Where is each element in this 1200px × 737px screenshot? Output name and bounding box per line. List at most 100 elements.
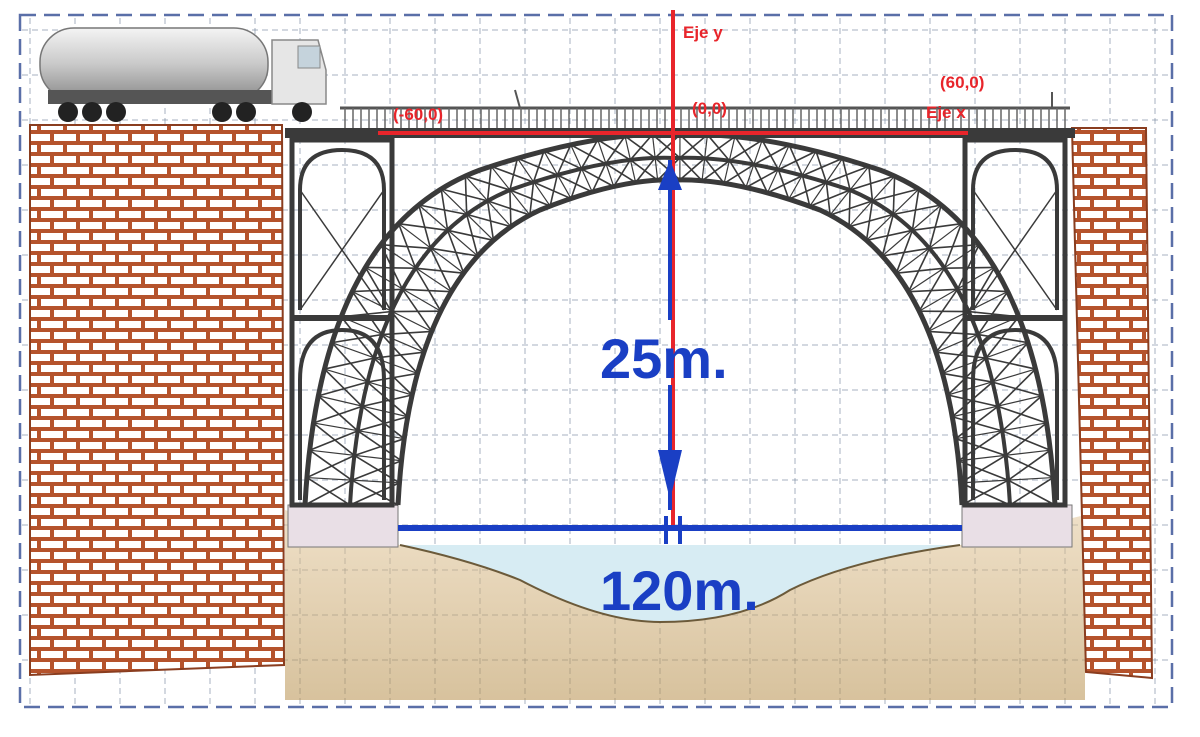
lattice-brace: [895, 223, 962, 274]
lattice-brace: [304, 479, 353, 506]
lattice-brace: [997, 368, 1037, 407]
lattice-brace: [651, 134, 659, 181]
lattice-brace: [398, 222, 448, 232]
lattice-brace: [415, 267, 464, 274]
lattice-brace: [935, 311, 970, 353]
origin-point-label: (0,0): [692, 99, 727, 118]
lattice-brace: [918, 266, 995, 312]
lattice-brace: [928, 291, 1008, 332]
right-abutment: [961, 504, 1073, 548]
span-dimension: [398, 516, 962, 544]
lattice-brace: [947, 357, 987, 396]
lattice-brace: [351, 479, 399, 506]
lattice-brace: [509, 190, 512, 227]
lattice-brace: [908, 244, 980, 293]
lattice-brace: [357, 415, 408, 432]
lattice-brace: [529, 182, 535, 216]
lattice-brace: [955, 405, 999, 440]
lattice-brace: [997, 405, 1047, 424]
lattice-brace: [414, 267, 442, 312]
lattice-brace: [365, 266, 442, 312]
lattice-brace: [556, 174, 593, 193]
lattice-brace: [591, 163, 607, 193]
lattice-brace: [597, 139, 631, 161]
lattice-brace: [381, 330, 432, 336]
lattice-brace: [605, 135, 626, 165]
lattice-brace: [464, 175, 512, 228]
lattice-brace: [364, 267, 393, 312]
lattice-brace: [1005, 422, 1048, 457]
lattice-brace: [380, 243, 431, 250]
lattice-brace: [960, 476, 1054, 484]
lattice-brace: [418, 204, 479, 257]
lattice-brace: [390, 311, 425, 353]
lattice-brace: [985, 316, 1020, 359]
lattice-brace: [357, 430, 402, 462]
lattice-brace: [306, 476, 351, 506]
lattice-brace: [397, 223, 417, 269]
lattice-brace: [543, 150, 572, 199]
steel-arch: [302, 131, 1058, 506]
lattice-brace: [704, 135, 736, 159]
lattice-brace: [679, 134, 708, 159]
lattice-brace: [543, 150, 582, 170]
lattice-brace: [958, 449, 1051, 462]
lattice-brace: [341, 316, 425, 353]
lattice-brace: [947, 394, 999, 408]
river-bank: [399, 544, 961, 624]
left-abutment: [287, 504, 399, 548]
lattice-brace: [928, 330, 979, 336]
lattice-brace: [570, 168, 583, 199]
lattice-brace: [597, 139, 615, 187]
lattice-brace: [349, 482, 400, 506]
lattice-brace: [654, 134, 681, 159]
lattice-brace: [929, 243, 980, 250]
lattice-brace: [486, 200, 495, 241]
y-axis-label: Eje y: [683, 23, 723, 42]
lattice-brace: [361, 405, 405, 440]
lattice-brace: [380, 244, 452, 293]
lattice-brace: [318, 381, 368, 397]
lattice-brace: [354, 437, 405, 457]
lattice-brace: [1007, 449, 1051, 481]
lattice-brace: [960, 482, 1011, 506]
lattice-brace: [957, 288, 1008, 293]
lattice-brace: [312, 422, 355, 457]
lattice-brace: [624, 136, 637, 183]
lattice-brace: [935, 316, 1019, 353]
lattice-brace: [629, 133, 654, 161]
lattice-brace: [634, 157, 656, 183]
lattice-brace: [341, 310, 392, 318]
lattice-brace: [723, 163, 755, 185]
lattice-brace: [952, 415, 1003, 432]
lattice-brace: [340, 316, 375, 359]
lattice-brace: [466, 213, 512, 228]
lattice-brace: [556, 144, 572, 176]
lattice-brace: [829, 165, 870, 216]
lattice-brace: [361, 394, 413, 408]
lattice-brace: [430, 247, 478, 257]
lattice-brace: [532, 150, 545, 183]
lattice-brace: [306, 476, 400, 484]
lattice-brace: [912, 222, 962, 232]
lattice-brace: [961, 479, 1009, 506]
lattice-brace: [402, 288, 452, 293]
lattice-brace: [809, 158, 844, 207]
lattice-brace: [486, 166, 492, 201]
lattice-brace: [1001, 395, 1043, 432]
lattice-brace: [509, 189, 551, 207]
lattice-brace: [306, 454, 355, 479]
lattice-brace: [753, 144, 790, 166]
lattice-brace: [992, 381, 1042, 397]
lattice-brace: [313, 422, 405, 440]
lattice-brace: [398, 223, 465, 274]
lattice-brace: [951, 381, 994, 418]
span-label: 120m.: [600, 559, 759, 622]
lattice-brace: [331, 342, 418, 375]
right-tower: [962, 137, 1068, 508]
lattice-brace: [849, 175, 895, 191]
dashed-frame: [18, 13, 1174, 709]
lattice-brace: [549, 174, 559, 207]
lattice-brace: [701, 134, 709, 181]
lattice-brace: [848, 213, 894, 228]
